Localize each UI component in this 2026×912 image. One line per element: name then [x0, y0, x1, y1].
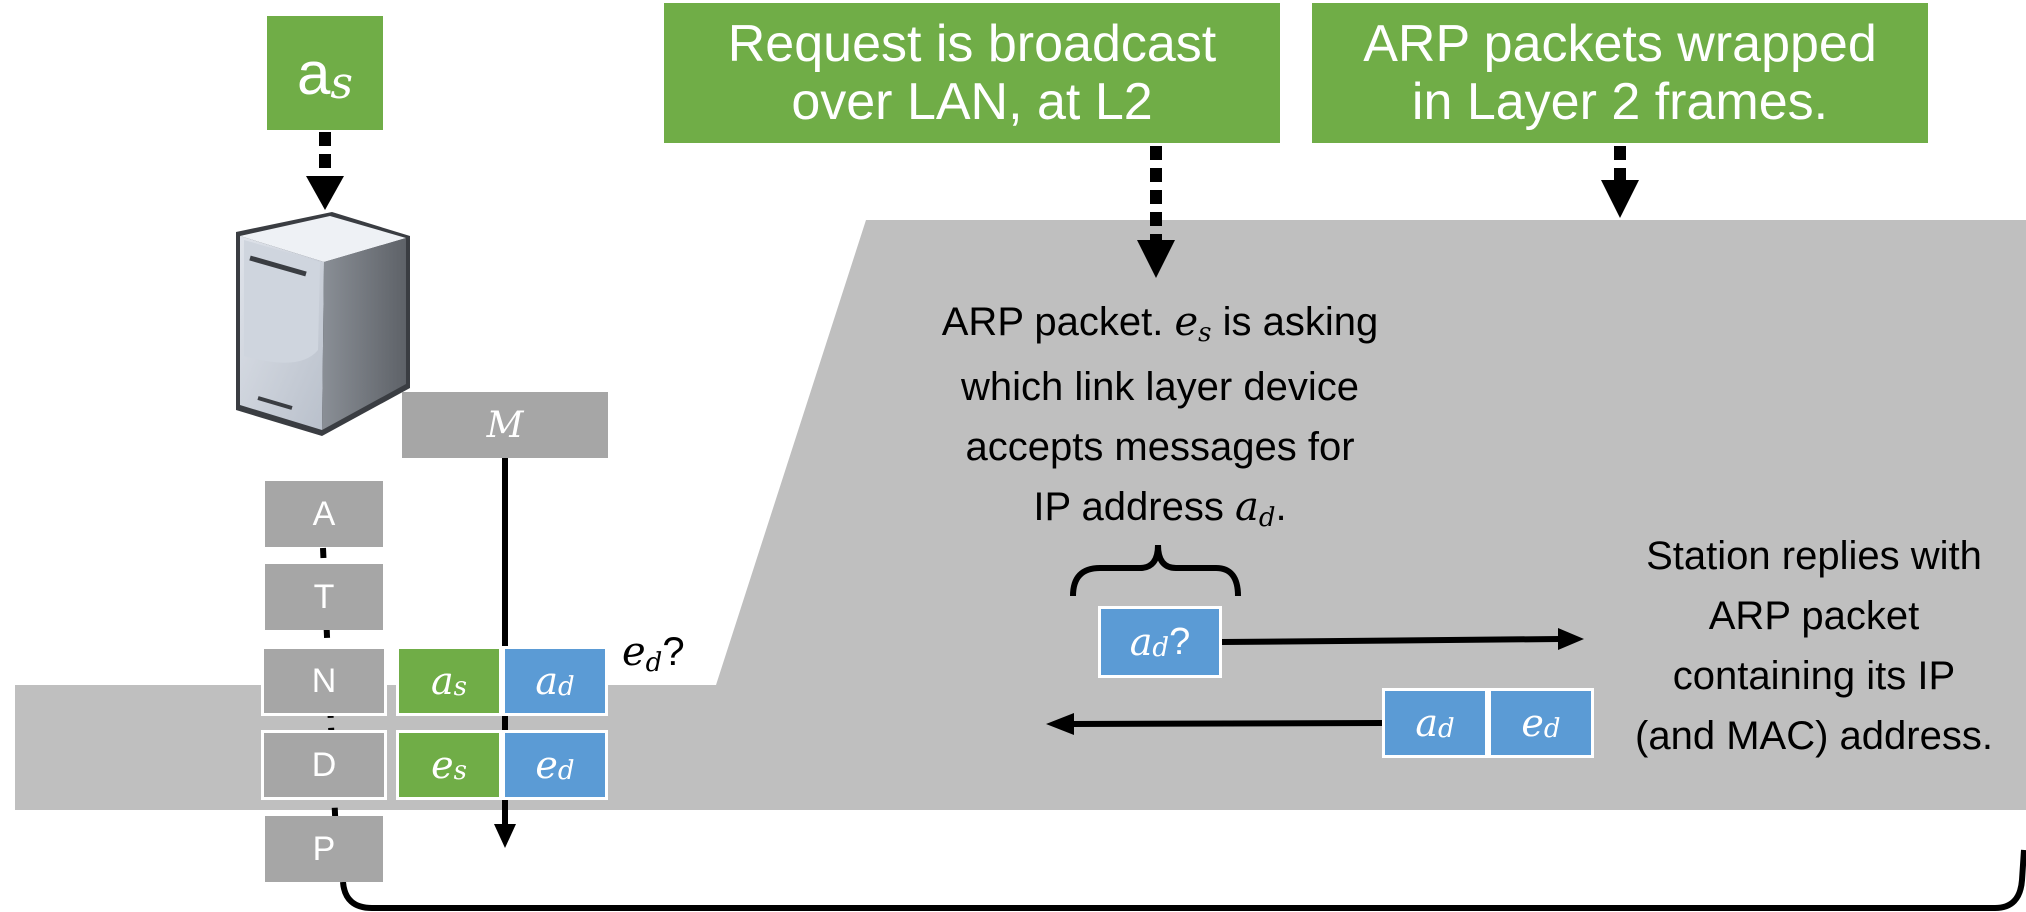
source-address-sub: s	[330, 57, 353, 109]
arp-request-var: a	[1129, 620, 1153, 664]
message-box: M	[402, 392, 608, 458]
broadcast-line2: over LAN, at L2	[791, 73, 1153, 131]
layer-label-t: T	[313, 577, 335, 616]
dotted-arrow-broadcast	[1137, 146, 1175, 278]
arp-note-line4: IP address ad.	[900, 477, 1420, 542]
layer-label-a: A	[312, 494, 336, 533]
arp-note-line4-var: a	[1234, 484, 1259, 530]
dotted-arrow-host	[306, 132, 344, 210]
layer-physical: P	[265, 816, 383, 882]
network-dst-var: a	[535, 659, 558, 703]
arp-note-line3: accepts messages for	[965, 425, 1355, 469]
network-src-var: a	[431, 659, 454, 703]
layer-datalink: D	[261, 730, 387, 800]
arp-note-line4-post: .	[1275, 485, 1287, 529]
reply-arrow	[1046, 713, 1383, 735]
arp-note-line1-sub: s	[1198, 318, 1212, 348]
wrapped-header: ARP packets wrapped in Layer 2 frames.	[1312, 3, 1928, 143]
broadcast-line1: Request is broadcast	[727, 15, 1217, 73]
network-dst-sub: d	[558, 672, 575, 702]
arp-request-note: ARP packet. es is asking which link laye…	[900, 292, 1420, 542]
arp-note-line1: ARP packet. es is asking	[900, 292, 1420, 357]
mac-query-var: e	[622, 629, 646, 675]
reply-note-line1: Station replies with	[1646, 534, 1982, 578]
station-reply-note: Station replies with ARP packet containi…	[1606, 526, 2022, 766]
arp-reply-ip-var: a	[1415, 701, 1438, 745]
arp-note-line1-post: is asking	[1211, 300, 1379, 344]
arp-note-line2: which link layer device	[961, 365, 1359, 409]
bottom-bracket	[340, 849, 2026, 911]
layer-label-d: D	[311, 745, 337, 784]
layer-application: A	[265, 481, 383, 547]
network-src-sub: s	[453, 672, 467, 702]
arp-note-line1-pre: ARP packet.	[941, 300, 1175, 344]
mac-query-suffix: ?	[662, 630, 685, 674]
layer-transport: T	[265, 564, 383, 630]
layer-label-n: N	[311, 661, 337, 700]
arp-note-line4-sub: d	[1258, 503, 1276, 533]
request-arrow	[1221, 628, 1584, 650]
arp-request-sub: d	[1152, 633, 1170, 663]
message-label: M	[486, 404, 524, 446]
reply-note-line2: ARP packet	[1708, 594, 1920, 638]
arp-request-suffix: ?	[1169, 620, 1191, 663]
wrapped-line2: in Layer 2 frames.	[1411, 73, 1829, 131]
datalink-src-sub: s	[453, 756, 467, 786]
mac-query-sub: d	[645, 648, 663, 678]
arp-reply-mac-sub: d	[1543, 714, 1561, 744]
mac-query-label: ed?	[622, 622, 685, 687]
arp-note-line4-pre: IP address	[1033, 485, 1235, 529]
source-address-var: a	[297, 39, 331, 107]
reply-note-line4: (and MAC) address.	[1635, 714, 1993, 758]
dotted-arrow-wrapped	[1601, 146, 1639, 218]
arp-note-line1-var: e	[1174, 299, 1199, 345]
datalink-dst-sub: d	[557, 756, 575, 786]
broadcast-header: Request is broadcast over LAN, at L2	[664, 3, 1280, 143]
arp-reply-ip-sub: d	[1438, 714, 1455, 744]
curly-brace	[1070, 544, 1241, 597]
layer-label-p: P	[312, 829, 336, 868]
arp-reply-mac-var: e	[1521, 701, 1544, 745]
layer-network: N	[261, 646, 387, 716]
datalink-src-var: e	[431, 743, 454, 787]
reply-note-line3: containing its IP	[1672, 654, 1956, 698]
datalink-dst-var: e	[535, 743, 558, 787]
wrapped-line1: ARP packets wrapped	[1363, 15, 1877, 73]
